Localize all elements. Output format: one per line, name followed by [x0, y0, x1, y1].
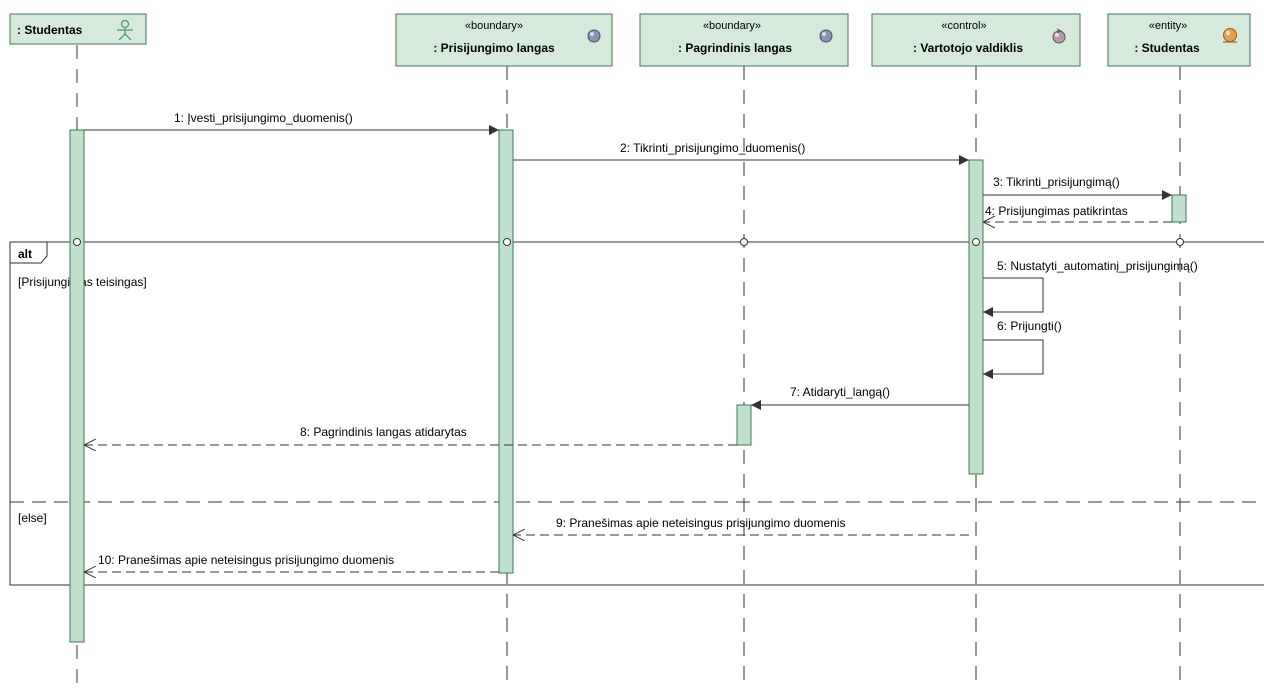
intersection-point: [73, 238, 81, 246]
alt-guard-2: [else]: [18, 511, 47, 525]
alt-operator-label: alt: [18, 247, 32, 261]
message-8-label: 8: Pagrindinis langas atidarytas: [300, 425, 467, 439]
message-5-label: 5: Nustatyti_automatinį_prisijungimą(): [997, 259, 1198, 273]
actor-icon: [117, 19, 133, 41]
participants: : Studentas «boundary» : Prisijungimo la…: [9, 13, 1251, 67]
message-3-label: 3: Tikrinti_prisijungimą(): [993, 175, 1120, 189]
intersection-point: [503, 238, 511, 246]
participant-4-name: : Studentas: [1134, 41, 1200, 55]
message-9-label: 9: Pranešimas apie neteisingus prisijung…: [556, 516, 846, 530]
message-2-label: 2: Tikrinti_prisijungimo_duomenis(): [620, 141, 805, 155]
activation-studentas-entity: [1171, 194, 1187, 223]
intersection-point: [740, 238, 748, 246]
message-6-arrow: [983, 339, 1044, 379]
intersection-point: [972, 238, 980, 246]
participant-prisijungimo-langas[interactable]: «boundary» : Prisijungimo langas: [395, 13, 613, 67]
participant-1-stereotype: «boundary»: [465, 20, 523, 32]
activations: [69, 129, 1187, 643]
participant-pagrindinis-langas[interactable]: «boundary» : Pagrindinis langas: [639, 13, 849, 67]
participant-3-name: : Vartotojo valdiklis: [913, 41, 1023, 55]
message-1-label: 1: Įvesti_prisijungimo_duomenis(): [174, 111, 353, 125]
activation-pagrindinis-langas: [736, 404, 752, 446]
message-5-arrow: [983, 277, 1044, 317]
boundary-icon: [587, 29, 601, 43]
boundary-icon: [819, 29, 833, 43]
activation-studentas: [69, 129, 85, 643]
message-4-label: 4: Prisijungimas patikrintas: [985, 204, 1128, 218]
message-7-label: 7: Atidaryti_langą(): [790, 385, 890, 399]
participant-2-stereotype: «boundary»: [703, 20, 761, 32]
intersection-point: [1176, 238, 1184, 246]
alt-fragment: alt [Prisijungimas teisingas] [else]: [9, 241, 1264, 586]
participant-studentas-actor[interactable]: : Studentas: [9, 13, 147, 45]
alt-fragment-frame: [9, 241, 1264, 586]
participant-4-stereotype: «entity»: [1149, 20, 1188, 32]
messages: 1: Įvesti_prisijungimo_duomenis() 2: Tik…: [84, 111, 1198, 572]
participant-vartotojo-valdiklis[interactable]: «control» : Vartotojo valdiklis: [871, 13, 1081, 67]
participant-3-stereotype: «control»: [941, 20, 986, 32]
control-icon: [1052, 28, 1066, 44]
participant-0-name: : Studentas: [17, 23, 83, 37]
participant-studentas-entity[interactable]: «entity» : Studentas: [1107, 13, 1251, 67]
message-6-label: 6: Prijungti(): [997, 319, 1062, 333]
alt-operator-tab: [9, 241, 48, 264]
activation-prisijungimo-langas: [498, 129, 514, 574]
activation-vartotojo-valdiklis: [968, 159, 984, 475]
participant-1-name: : Prisijungimo langas: [433, 41, 555, 55]
entity-icon: [1223, 28, 1237, 43]
message-10-label: 10: Pranešimas apie neteisingus prisijun…: [98, 553, 394, 567]
fragment-intersections: [73, 238, 1184, 246]
participant-2-name: : Pagrindinis langas: [678, 41, 792, 55]
